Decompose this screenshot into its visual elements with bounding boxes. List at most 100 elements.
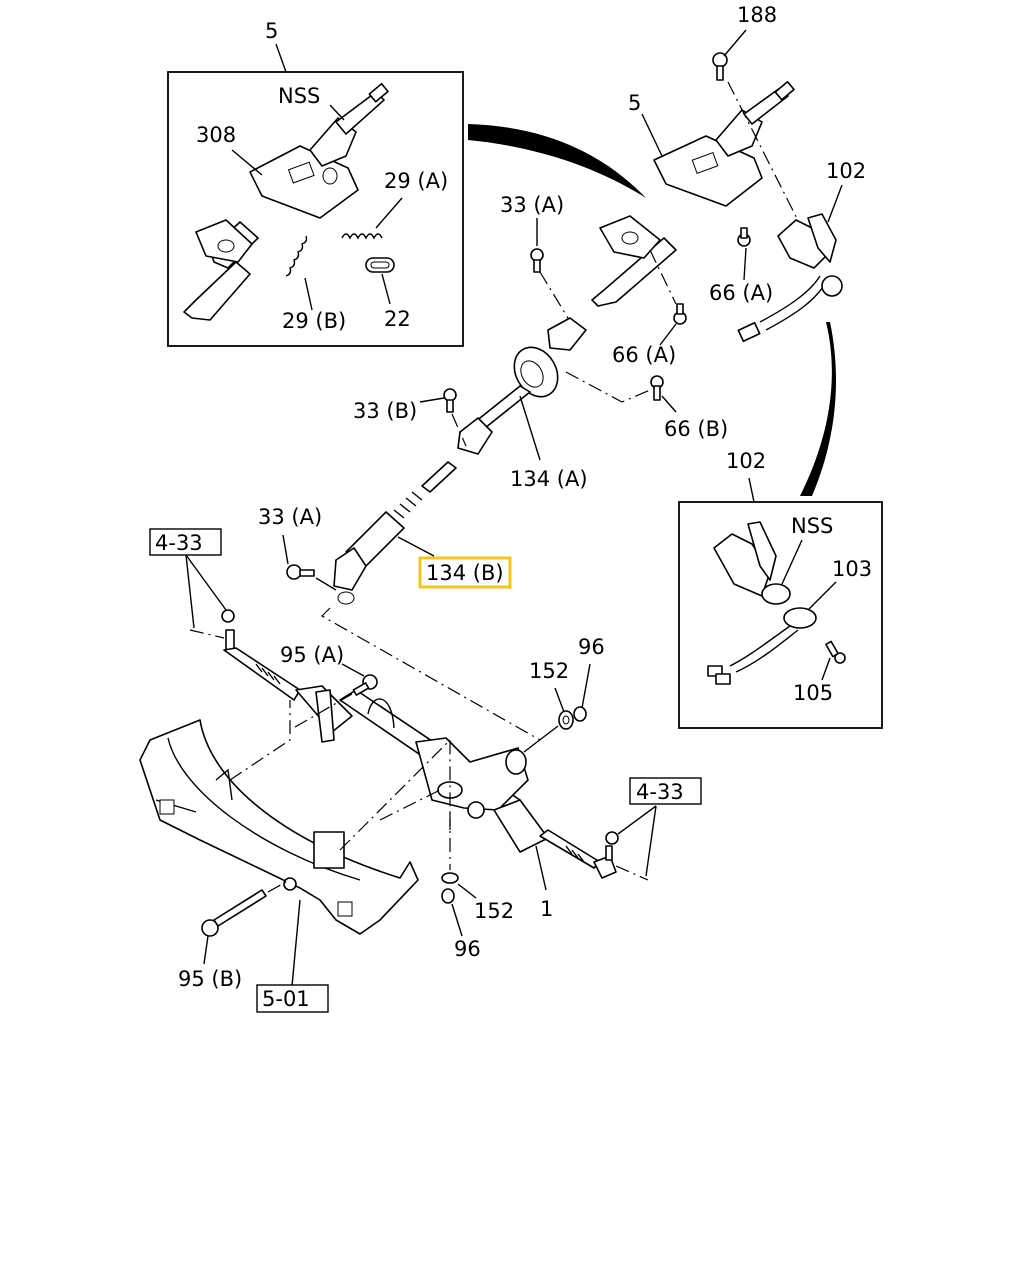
alignment-line bbox=[451, 413, 467, 447]
alignment-line bbox=[189, 629, 225, 639]
nut-96-lower-part[interactable] bbox=[441, 888, 455, 904]
leader-line bbox=[329, 104, 345, 121]
bolt-66b-part[interactable] bbox=[650, 375, 664, 401]
leader-line bbox=[381, 273, 391, 305]
washer-152-lower-part[interactable] bbox=[441, 872, 459, 884]
leader-line bbox=[661, 395, 677, 413]
alignment-line bbox=[267, 881, 287, 893]
callout-33a-lower[interactable]: 33 (A) bbox=[258, 505, 322, 529]
callout-33a-upper[interactable]: 33 (A) bbox=[500, 193, 564, 217]
callout-102-column[interactable]: 102 bbox=[826, 159, 866, 183]
spring-29b-part[interactable] bbox=[285, 235, 308, 277]
bolt-66a-lower-part[interactable] bbox=[673, 303, 687, 325]
bolt-95a-part[interactable] bbox=[352, 674, 378, 696]
callout-66b[interactable]: 66 (B) bbox=[664, 417, 728, 441]
leader-line bbox=[185, 554, 227, 611]
callout-134a[interactable]: 134 (A) bbox=[510, 467, 588, 491]
crossmember-part[interactable] bbox=[139, 719, 419, 935]
shaft-134a-part[interactable] bbox=[457, 317, 587, 455]
bolt-33a-lower-part[interactable] bbox=[286, 564, 315, 580]
alignment-line bbox=[289, 693, 353, 731]
callout-105[interactable]: 105 bbox=[793, 681, 833, 705]
leader-line bbox=[535, 845, 547, 891]
callout-29b[interactable]: 29 (B) bbox=[282, 309, 346, 333]
alignment-line bbox=[615, 865, 649, 881]
bolt-66a-upper-part[interactable] bbox=[737, 227, 751, 247]
callout-nss-inset-right[interactable]: NSS bbox=[791, 514, 833, 538]
callout-22[interactable]: 22 bbox=[384, 307, 411, 331]
spring-29a-part[interactable] bbox=[341, 233, 383, 240]
alignment-line bbox=[379, 789, 441, 821]
callout-66a-lower[interactable]: 66 (A) bbox=[612, 343, 676, 367]
callout-308[interactable]: 308 bbox=[196, 123, 236, 147]
callout-188[interactable]: 188 bbox=[737, 3, 777, 27]
callout-95b[interactable]: 95 (B) bbox=[178, 967, 242, 991]
ref-label-4-33-right[interactable]: 4-33 bbox=[636, 780, 684, 804]
inset-right-switch-detail: 102 NSS 103 105 bbox=[678, 449, 883, 729]
grommet-22-part[interactable] bbox=[365, 257, 395, 273]
leader-line bbox=[275, 43, 287, 73]
callout-5-column[interactable]: 5 bbox=[628, 91, 641, 115]
callout-66a-upper[interactable]: 66 (A) bbox=[709, 281, 773, 305]
callout-152-upper[interactable]: 152 bbox=[529, 659, 569, 683]
leader-line bbox=[748, 477, 755, 503]
callout-95a[interactable]: 95 (A) bbox=[280, 643, 344, 667]
leader-line bbox=[291, 899, 301, 987]
ref-box-4-33-right[interactable] bbox=[629, 777, 702, 805]
leader-line bbox=[304, 277, 313, 311]
screw-105-part[interactable] bbox=[825, 640, 846, 664]
alignment-line bbox=[649, 249, 677, 305]
callout-29a[interactable]: 29 (A) bbox=[384, 169, 448, 193]
leader-line bbox=[419, 397, 445, 403]
left-tie-rod-end-part[interactable] bbox=[221, 609, 301, 701]
leader-line bbox=[581, 663, 591, 709]
steering-gear-1-part[interactable] bbox=[295, 685, 601, 869]
ref-box-4-33-left[interactable] bbox=[149, 528, 222, 556]
leader-line bbox=[315, 577, 337, 591]
leader-line bbox=[341, 663, 365, 677]
callout-152-lower[interactable]: 152 bbox=[474, 899, 514, 923]
leader-line bbox=[554, 687, 565, 713]
callout-33b[interactable]: 33 (B) bbox=[353, 399, 417, 423]
callout-1[interactable]: 1 bbox=[540, 897, 553, 921]
wire-harness-103-part[interactable] bbox=[707, 607, 817, 685]
ref-label-4-33-left[interactable]: 4-33 bbox=[155, 531, 203, 555]
callout-96-lower[interactable]: 96 bbox=[454, 937, 481, 961]
leader-line bbox=[743, 247, 747, 281]
detail-arrow-right bbox=[800, 322, 836, 496]
alignment-line bbox=[339, 738, 451, 851]
leader-line bbox=[457, 883, 477, 899]
bolt-33a-upper-part[interactable] bbox=[530, 248, 544, 273]
nut-96-upper-part[interactable] bbox=[573, 706, 587, 722]
leader-line bbox=[203, 935, 209, 965]
leader-line bbox=[641, 113, 663, 157]
bolt-95b-part[interactable] bbox=[201, 889, 267, 937]
leader-line bbox=[451, 903, 463, 937]
ref-label-5-01[interactable]: 5-01 bbox=[262, 987, 310, 1011]
callout-102-inset[interactable]: 102 bbox=[726, 449, 766, 473]
alignment-line bbox=[321, 607, 541, 741]
steering-column-assembly[interactable] bbox=[591, 80, 795, 307]
bolt-33b-part[interactable] bbox=[443, 388, 457, 413]
right-tie-rod-end-part[interactable] bbox=[593, 831, 619, 879]
ref-box-5-01[interactable] bbox=[256, 984, 329, 1013]
leader-line bbox=[821, 657, 831, 681]
bolt-188-part[interactable] bbox=[712, 52, 728, 81]
callout-103[interactable]: 103 bbox=[832, 557, 872, 581]
steering-column-part[interactable] bbox=[183, 82, 389, 321]
switch-body-part[interactable] bbox=[713, 521, 791, 605]
highlight-box-134b bbox=[418, 556, 512, 589]
leader-line bbox=[781, 539, 803, 585]
detail-arrow-left bbox=[468, 124, 646, 198]
shaft-134b-part[interactable] bbox=[333, 461, 457, 605]
leader-line bbox=[185, 554, 195, 629]
leader-line bbox=[807, 581, 837, 611]
combination-switch-102-part[interactable] bbox=[737, 213, 843, 343]
washer-152-upper-part[interactable] bbox=[558, 710, 574, 730]
callout-96-upper[interactable]: 96 bbox=[578, 635, 605, 659]
callout-nss-inset-left[interactable]: NSS bbox=[278, 84, 320, 108]
leader-line bbox=[523, 725, 559, 753]
callout-134b[interactable]: 134 (B) bbox=[426, 561, 504, 585]
callout-5-inset[interactable]: 5 bbox=[265, 19, 278, 43]
